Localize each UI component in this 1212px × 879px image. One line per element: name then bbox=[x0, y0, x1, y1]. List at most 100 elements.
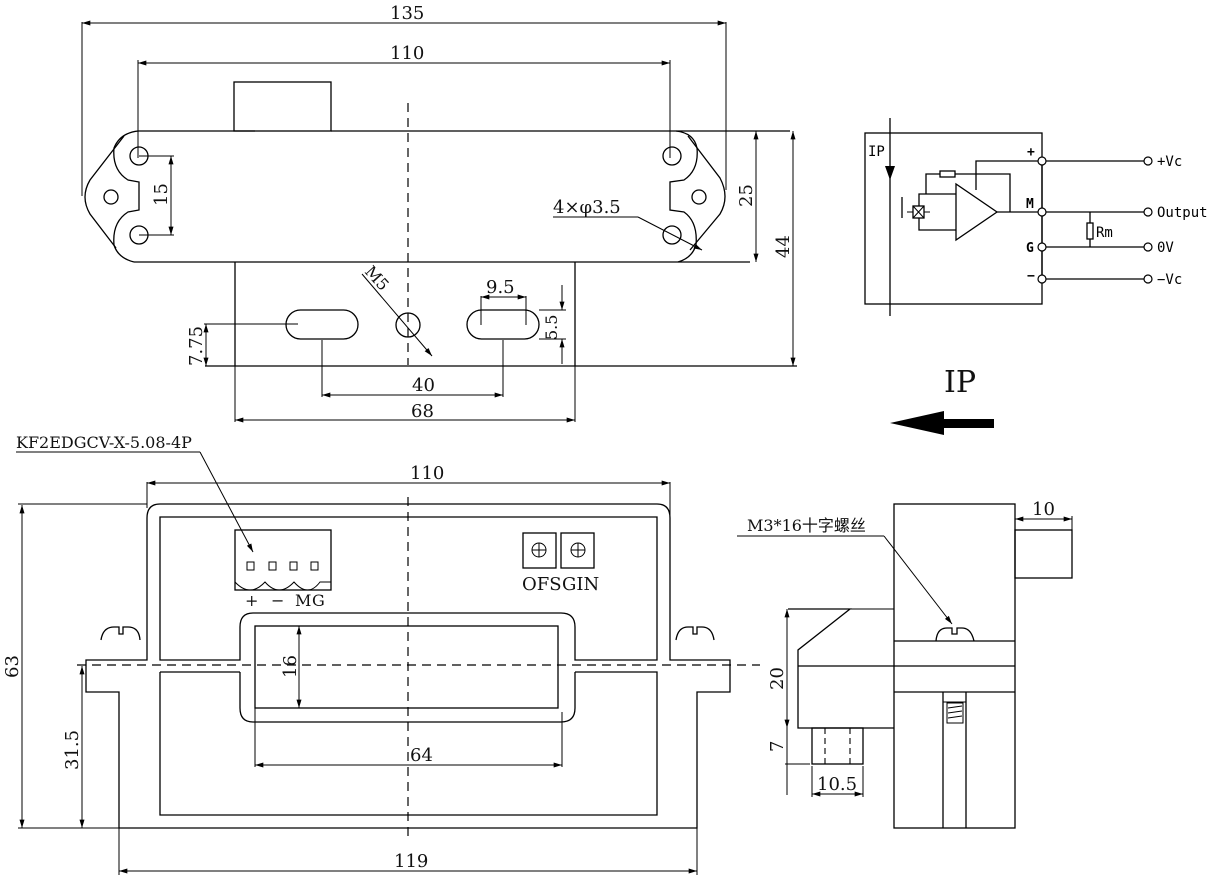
ear-hole bbox=[691, 189, 707, 205]
connector-block bbox=[233, 81, 332, 132]
side-housing bbox=[788, 608, 894, 729]
dim-front-width-119: 119 bbox=[118, 828, 698, 875]
pin-label: − bbox=[1027, 269, 1035, 284]
pin-g bbox=[1037, 242, 1047, 252]
lower-panel bbox=[159, 671, 658, 816]
dim-base-width: 68 bbox=[234, 366, 576, 423]
dim-window-height-16: 16 bbox=[280, 625, 302, 709]
dim-label: 5.5 bbox=[542, 315, 561, 340]
dim-foot-width-10-5: 10.5 bbox=[811, 766, 864, 797]
dim-body-height-20: 20 bbox=[767, 608, 790, 729]
current-direction-label: IP bbox=[944, 365, 976, 400]
top-view: 135 110 bbox=[81, 3, 797, 423]
m5-hole bbox=[395, 312, 421, 338]
dim-hole-pitch-15: 15 bbox=[139, 155, 174, 236]
amplifier-icon bbox=[955, 182, 999, 242]
dim-label: 119 bbox=[394, 851, 428, 872]
ear-hole bbox=[103, 189, 119, 205]
terminal-label: 0V bbox=[1157, 240, 1174, 256]
trim-pots: OFS GIN bbox=[522, 532, 599, 595]
connector-leader: KF2EDGCV-X-5.08-4P bbox=[16, 433, 254, 553]
dim-label: 110 bbox=[410, 463, 444, 484]
dim-label: 15 bbox=[151, 183, 172, 206]
flange-outline bbox=[84, 130, 790, 263]
dim-label: 10 bbox=[1032, 499, 1055, 520]
gin-pot[interactable] bbox=[560, 532, 595, 569]
dim-connector-depth-10: 10 bbox=[1015, 499, 1073, 530]
arrow-left-icon bbox=[890, 411, 994, 435]
load-resistor-icon bbox=[1086, 222, 1094, 240]
pin-label: + bbox=[245, 591, 258, 610]
terminal-icon bbox=[1143, 274, 1153, 284]
dim-slot-width: 5.5 bbox=[539, 285, 566, 364]
schematic-frame bbox=[864, 132, 1043, 305]
dim-mount-spacing-110: 110 bbox=[137, 43, 671, 158]
ofs-pot[interactable] bbox=[522, 532, 557, 569]
current-arrow-icon bbox=[885, 166, 895, 180]
dim-label: 110 bbox=[390, 43, 424, 64]
screw-head-icon bbox=[100, 626, 141, 641]
screw-head-icon bbox=[935, 627, 975, 642]
side-foot bbox=[811, 727, 864, 765]
pin-label: + bbox=[1027, 145, 1035, 160]
dim-label: 40 bbox=[412, 375, 435, 396]
pin-label: M bbox=[1026, 197, 1034, 212]
dim-label: 63 bbox=[2, 655, 23, 678]
m5-leader: M5 bbox=[361, 262, 433, 357]
slot-right bbox=[466, 309, 540, 340]
input-label: IP bbox=[868, 144, 885, 160]
pin-plus bbox=[1037, 156, 1047, 166]
terminal-connector: + − M G bbox=[234, 529, 332, 610]
holes-leader: 4×φ3.5 bbox=[553, 197, 703, 251]
front-view: KF2EDGCV-X-5.08-4P 110 bbox=[2, 433, 760, 875]
resistor-label: Rm bbox=[1096, 225, 1113, 241]
terminal-icon bbox=[1143, 207, 1153, 217]
screw-note: M3*16十字螺丝 bbox=[747, 516, 866, 535]
screw-leader: M3*16十字螺丝 bbox=[737, 516, 953, 625]
dim-label: 31.5 bbox=[62, 730, 83, 770]
terminal-label: −Vc bbox=[1157, 272, 1182, 288]
feedback-resistor-icon bbox=[939, 170, 956, 178]
screw-head-icon bbox=[675, 626, 715, 641]
current-direction: IP bbox=[890, 365, 994, 435]
terminal-icon bbox=[1143, 242, 1153, 252]
threaded-insert-icon bbox=[946, 702, 964, 724]
housing-outline bbox=[85, 503, 731, 829]
pin-label: G bbox=[312, 591, 325, 610]
trim-label: OFS bbox=[522, 574, 562, 595]
dim-label: 20 bbox=[767, 667, 788, 690]
dim-slot-spacing: 40 bbox=[321, 340, 504, 398]
mount-hole bbox=[662, 225, 682, 245]
aperture-window bbox=[254, 625, 559, 709]
pin-label: M bbox=[295, 591, 311, 610]
dim-label: 10.5 bbox=[817, 774, 857, 795]
dim-label: 7 bbox=[767, 741, 788, 752]
side-connector bbox=[1014, 529, 1073, 579]
dim-overall-height-44: 44 bbox=[773, 130, 796, 366]
holes-note: 4×φ3.5 bbox=[553, 197, 621, 218]
wiring-schematic: IP + M G − Rm bbox=[864, 118, 1208, 316]
pin-label: G bbox=[1026, 241, 1034, 256]
dim-flange-height-25: 25 bbox=[736, 130, 759, 262]
dim-slot-length: 9.5 bbox=[480, 277, 527, 325]
upper-panel bbox=[159, 516, 658, 661]
connector-part-note: KF2EDGCV-X-5.08-4P bbox=[16, 433, 192, 452]
dim-foot-height-7: 7 bbox=[767, 728, 810, 795]
dim-slot-offset: 7.75 bbox=[186, 323, 298, 366]
pin-minus bbox=[1037, 274, 1047, 284]
dim-window-width-64: 64 bbox=[254, 708, 563, 768]
dim-label: 25 bbox=[736, 184, 757, 207]
pin-label: − bbox=[271, 591, 284, 610]
trim-label: GIN bbox=[562, 574, 599, 595]
mount-hole bbox=[662, 146, 682, 166]
pin-m bbox=[1037, 207, 1047, 217]
terminal-label: +Vc bbox=[1157, 154, 1182, 170]
dim-center-height-31-5: 31.5 bbox=[62, 665, 85, 829]
dim-label: 64 bbox=[410, 745, 433, 766]
dim-label: 16 bbox=[280, 655, 301, 678]
terminal-icon bbox=[1143, 156, 1153, 166]
window-outline bbox=[239, 672, 576, 723]
dim-label: 68 bbox=[411, 401, 434, 422]
dim-front-height-63: 63 bbox=[2, 503, 147, 829]
